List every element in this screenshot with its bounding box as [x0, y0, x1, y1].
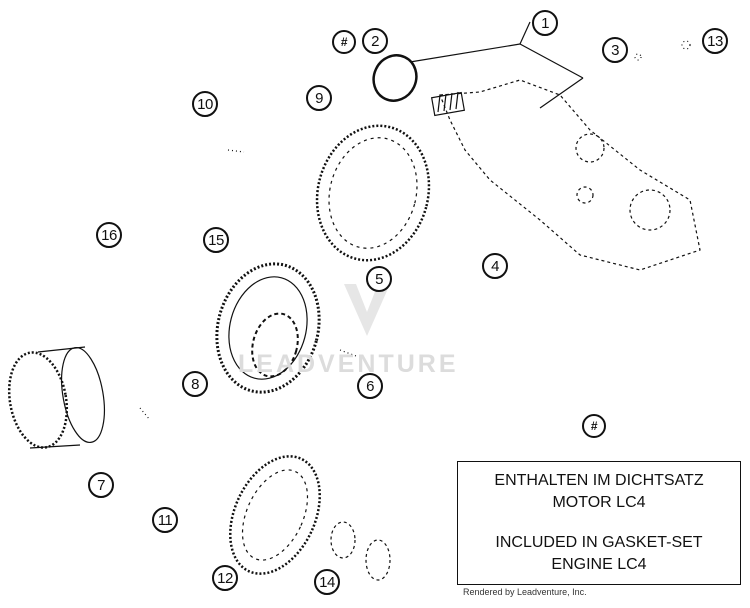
callout-13[interactable]: 13 — [702, 28, 728, 54]
callout-2[interactable]: 2 — [362, 28, 388, 54]
render-credit: Rendered by Leadventure, Inc. — [463, 587, 587, 597]
small-parts-14 — [330, 521, 391, 581]
callout-6[interactable]: 6 — [357, 373, 383, 399]
callout-hash-right[interactable]: # — [582, 414, 606, 438]
notice-line-en-1: INCLUDED IN GASKET-SET — [495, 534, 703, 551]
callout-hash-top[interactable]: # — [332, 30, 356, 54]
callout-11[interactable]: 11 — [152, 507, 178, 533]
small-hardware — [139, 40, 691, 421]
leader-line-1c — [539, 77, 584, 109]
gasket-set-notice: ENTHALTEN IM DICHTSATZ MOTOR LC4 INCLUDE… — [457, 461, 741, 585]
gear-wheel-8 — [215, 262, 321, 394]
callout-10[interactable]: 10 — [192, 91, 218, 117]
callout-1[interactable]: 1 — [532, 10, 558, 36]
notice-line-en-2: ENGINE LC4 — [551, 556, 647, 573]
watermark-text: LEADVENTURE — [238, 350, 459, 378]
callout-14[interactable]: 14 — [314, 569, 340, 595]
notice-line-de-1: ENTHALTEN IM DICHTSATZ — [494, 472, 704, 489]
callout-16[interactable]: 16 — [96, 222, 122, 248]
callout-3[interactable]: 3 — [602, 37, 628, 63]
notice-line-de-2: MOTOR LC4 — [552, 494, 646, 511]
callout-9[interactable]: 9 — [306, 85, 332, 111]
callout-8[interactable]: 8 — [182, 371, 208, 397]
shaft-splines — [430, 91, 466, 117]
watermark-logo — [344, 284, 390, 336]
shaft-assembly — [439, 79, 701, 271]
callout-7[interactable]: 7 — [88, 472, 114, 498]
gear-wheel-5 — [315, 124, 431, 262]
callout-12[interactable]: 12 — [212, 565, 238, 591]
bearing-sleeve-7 — [7, 346, 105, 449]
leader-line-1a — [409, 43, 521, 63]
callout-15[interactable]: 15 — [203, 227, 229, 253]
callout-4[interactable]: 4 — [482, 253, 508, 279]
callout-5[interactable]: 5 — [366, 266, 392, 292]
leader-line-1b — [519, 43, 584, 79]
gear-wheel-12 — [229, 455, 321, 575]
leader-line-1d — [519, 21, 531, 45]
o-ring — [372, 54, 418, 102]
